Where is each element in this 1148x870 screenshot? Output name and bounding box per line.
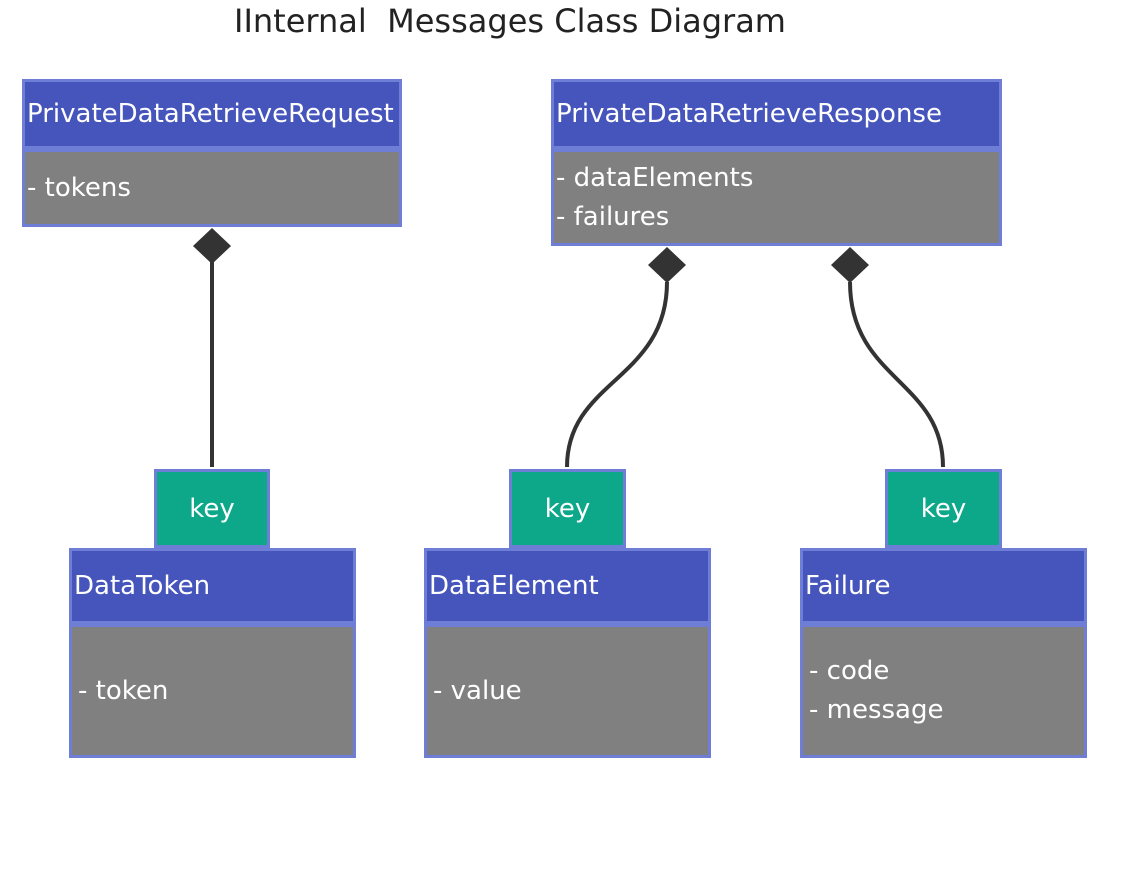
attribute: - failures [556,201,670,232]
class-header: DataToken [69,548,356,624]
class-header: PrivateDataRetrieveResponse [551,79,1002,149]
composition-response-failure [831,247,945,468]
composition-request-datatoken [193,228,231,467]
class-header: Failure [800,548,1087,624]
class-attributes: - value [424,624,711,758]
composition-response-dataelement [565,247,686,468]
key-box: key [885,469,1002,548]
attribute: - code [809,656,890,686]
class-header: DataElement [424,548,711,624]
edge-line [565,281,669,468]
attribute: - value [433,675,522,706]
class-attributes: - tokens [22,149,402,227]
attribute: - tokens [27,172,131,203]
class-attributes: - token [69,624,356,758]
class-attributes: - code - message [800,624,1087,758]
class-attributes: - dataElements - failures [551,149,1002,246]
composition-diamond-icon [648,247,686,283]
key-box: key [509,469,626,548]
class-header: PrivateDataRetrieveRequest [22,79,402,149]
key-box: key [154,469,270,548]
edge-line [848,281,945,468]
attribute: - token [78,675,169,706]
composition-diamond-icon [193,228,231,264]
attribute: - dataElements [556,162,754,193]
attribute: - message [809,695,944,725]
composition-diamond-icon [831,247,869,283]
diagram-title: IInternal Messages Class Diagram [234,2,786,40]
